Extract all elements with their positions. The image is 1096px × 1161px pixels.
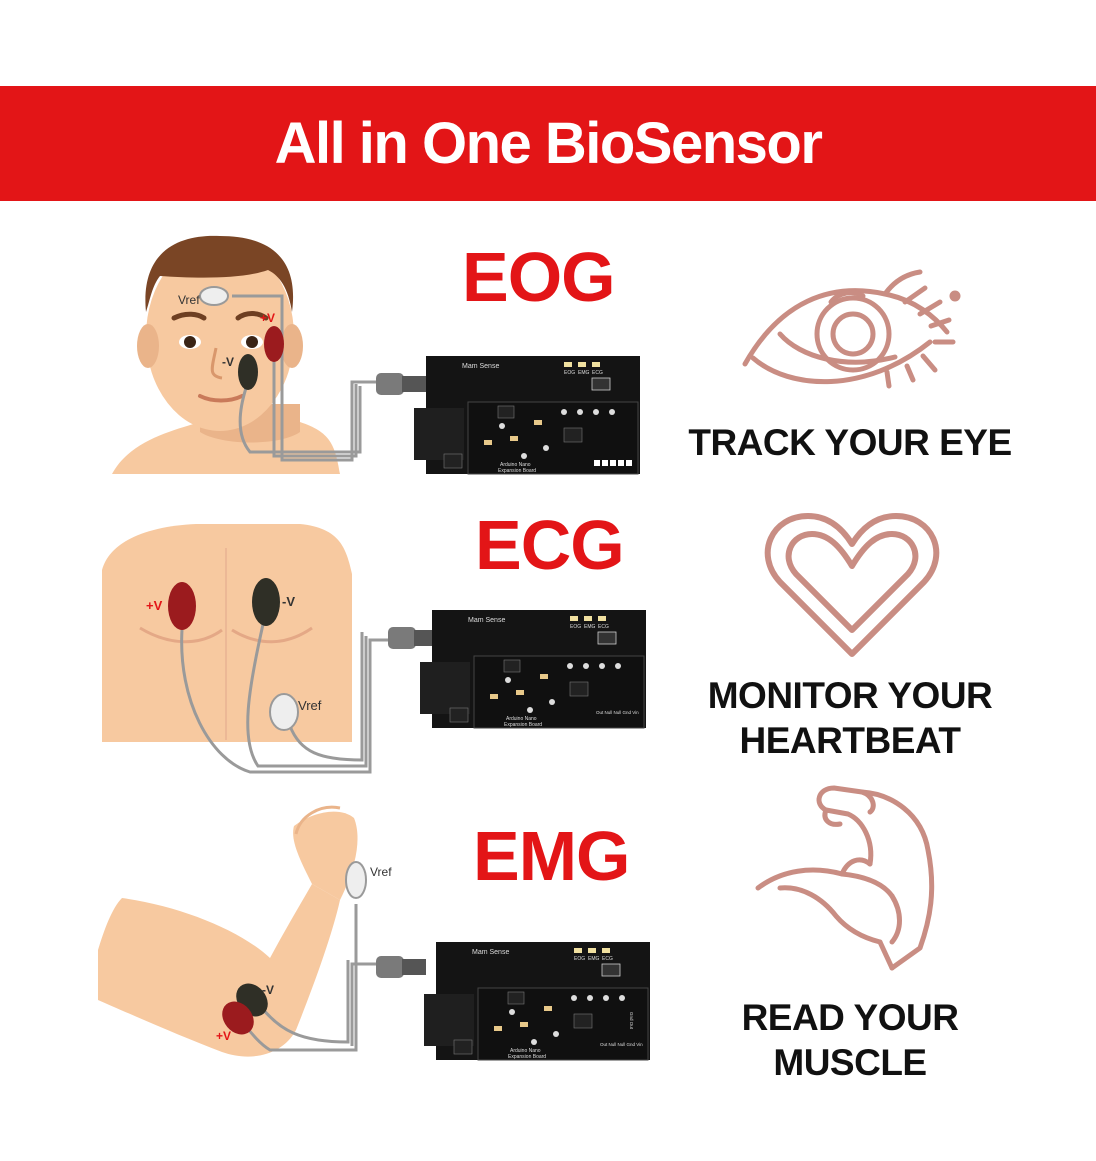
circuit-board-icon: Mam Sense EOG EMG ECG Arduino Nano Expan… xyxy=(414,356,640,475)
muscle-icon xyxy=(755,785,935,971)
heart-icon xyxy=(764,513,940,657)
emg-caption: READ YOUR MUSCLE xyxy=(680,995,1020,1085)
eog-title: EOG xyxy=(462,238,616,316)
board-expansion-2: Expansion Board xyxy=(508,1054,546,1060)
emg-caption-line-1: READ YOUR xyxy=(741,997,959,1038)
ecg-caption-line-2: HEARTBEAT xyxy=(739,720,961,762)
emg-plus-label: +V xyxy=(216,1029,231,1043)
emg-minus-label: -V xyxy=(262,983,274,997)
board-expansion-2: Expansion Board xyxy=(498,468,536,474)
eog-caption: TRACK YOUR EYE xyxy=(680,420,1020,465)
circuit-board-icon: Mam Sense EOG EMG ECG Gnd Out Out Null N… xyxy=(424,942,650,1061)
arm-illustration: Vref -V +V xyxy=(98,805,426,1057)
board-mode-ecg: ECG xyxy=(598,624,609,630)
board-mode-emg: EMG xyxy=(578,370,590,376)
board-mode-emg: EMG xyxy=(584,624,596,630)
board-mode-ecg: ECG xyxy=(602,956,613,962)
board-mode-eog: EOG xyxy=(564,370,575,376)
board-expansion-1: Arduino Nano xyxy=(506,716,537,722)
board-brand: Mam Sense xyxy=(468,617,505,624)
circuit-board-icon: Mam Sense EOG EMG ECG Out Null Null Gnd … xyxy=(420,610,646,729)
eog-plus-label: +V xyxy=(260,311,275,325)
board-expansion-1: Arduino Nano xyxy=(500,462,531,468)
board-brand: Mam Sense xyxy=(462,363,499,370)
face-illustration: Vref +V -V xyxy=(112,235,426,474)
ecg-caption-line-1: MONITOR YOUR xyxy=(707,675,993,716)
eye-icon xyxy=(742,269,961,389)
board-expansion-2: Expansion Board xyxy=(504,722,542,728)
ecg-caption: MONITOR YOUR HEARTBEAT xyxy=(680,673,1020,763)
board-brand: Mam Sense xyxy=(472,949,509,956)
board-pin-label: Out Null Null Gnd Vin xyxy=(596,710,639,715)
page-title: All in One BioSensor xyxy=(274,111,823,176)
board-mode-eog: EOG xyxy=(574,956,585,962)
eog-vref-label: Vref xyxy=(178,293,200,307)
emg-title: EMG xyxy=(473,817,630,895)
board-pin-label: Out Null Null Gnd Vin xyxy=(600,1042,643,1047)
ecg-sensor-board: Mam Sense EOG EMG ECG Out Null Null Gnd … xyxy=(420,610,648,735)
eog-sensor-board: Mam Sense EOG EMG ECG Arduino Nano Expan… xyxy=(414,356,642,481)
board-mode-emg: EMG xyxy=(588,956,600,962)
ecg-minus-label: -V xyxy=(282,594,295,609)
emg-caption-line-2: MUSCLE xyxy=(773,1042,927,1084)
ecg-title: ECG xyxy=(475,506,625,584)
board-mode-ecg: ECG xyxy=(592,370,603,376)
emg-vref-label: Vref xyxy=(370,865,392,879)
board-side-label: Gnd Out xyxy=(629,1012,634,1030)
board-mode-eog: EOG xyxy=(570,624,581,630)
eog-minus-label: -V xyxy=(222,355,234,369)
eog-caption-line: TRACK YOUR EYE xyxy=(688,422,1012,463)
ecg-vref-label: Vref xyxy=(298,698,322,713)
torso-illustration: +V -V Vref xyxy=(102,524,438,774)
ecg-plus-label: +V xyxy=(146,598,163,613)
board-expansion-1: Arduino Nano xyxy=(510,1048,541,1054)
header-banner: All in One BioSensor xyxy=(0,86,1096,201)
emg-sensor-board: Mam Sense EOG EMG ECG Gnd Out Out Null N… xyxy=(424,942,652,1067)
